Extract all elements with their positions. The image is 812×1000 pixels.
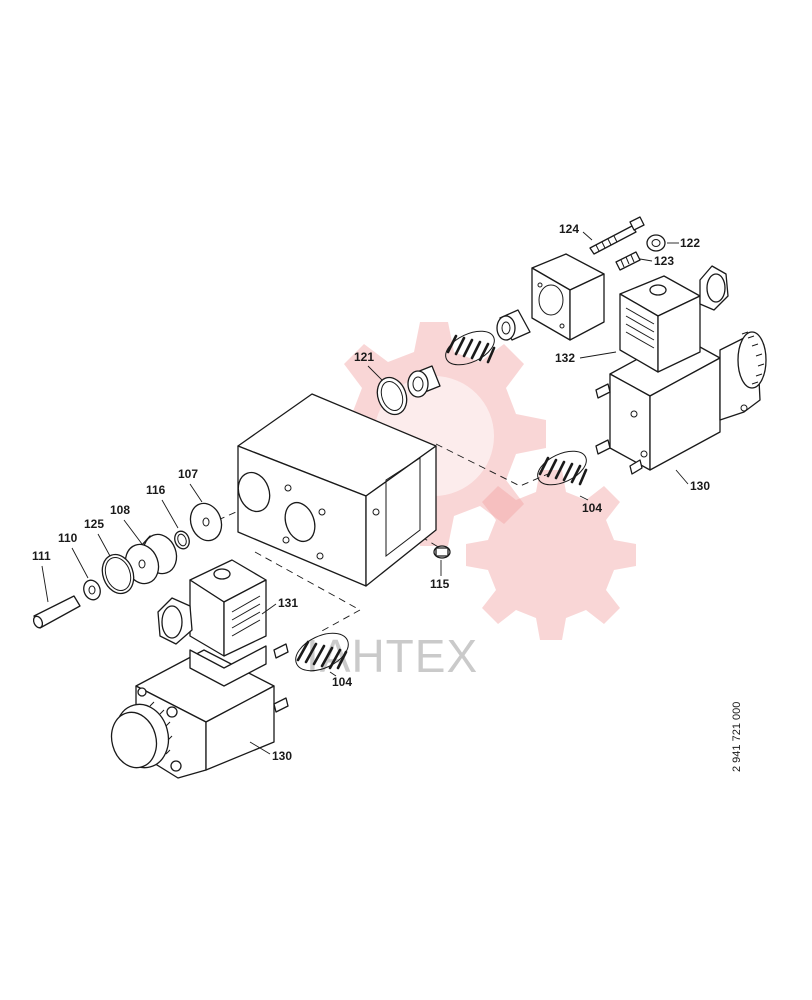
part-121-o-ring[interactable]	[372, 373, 411, 418]
label-123: 123	[654, 254, 674, 268]
part-104-spring-left[interactable]	[290, 626, 354, 679]
label-121: 121	[354, 350, 374, 364]
part-115-plug[interactable]	[433, 545, 451, 559]
part-122-nut[interactable]	[646, 234, 666, 252]
watermark-text: IAHTEX	[306, 630, 478, 682]
part-125-o-ring[interactable]	[97, 550, 139, 598]
part-116-snap-ring[interactable]	[172, 529, 191, 551]
label-122: 122	[680, 236, 700, 250]
part-spring-upper[interactable]	[441, 324, 500, 371]
part-132-connector-right[interactable]	[619, 265, 729, 373]
drawing-number: 2 941 721 000	[731, 702, 743, 772]
label-115: 115	[430, 577, 450, 591]
label-104-right: 104	[582, 501, 602, 515]
label-132: 132	[555, 351, 575, 365]
part-130-solenoid-right[interactable]	[595, 331, 767, 475]
label-104-left: 104	[332, 675, 352, 689]
part-131-connector-left[interactable]	[157, 559, 267, 687]
label-116: 116	[146, 483, 166, 497]
label-130-right: 130	[690, 479, 710, 493]
label-130-left: 130	[272, 749, 292, 763]
label-124: 124	[559, 222, 579, 236]
part-guide-bushing-upper[interactable]	[496, 309, 531, 341]
part-104-spring-right[interactable]	[533, 444, 592, 491]
part-square-adaptor-block[interactable]	[531, 253, 605, 341]
label-111: 111	[32, 549, 51, 563]
part-124-bolt[interactable]	[589, 216, 645, 255]
part-spring-plate[interactable]	[407, 365, 441, 398]
part-123-set-screw[interactable]	[615, 251, 641, 271]
part-valve-housing[interactable]	[233, 393, 437, 587]
part-111-pin[interactable]	[32, 595, 81, 629]
label-110: 110	[58, 531, 78, 545]
part-107-disc[interactable]	[185, 499, 226, 545]
label-131: 131	[278, 596, 298, 610]
label-108: 108	[110, 503, 130, 517]
label-107: 107	[178, 467, 198, 481]
part-110-washer[interactable]	[81, 578, 103, 602]
label-125: 125	[84, 517, 104, 531]
part-130-solenoid-left[interactable]	[106, 643, 289, 779]
